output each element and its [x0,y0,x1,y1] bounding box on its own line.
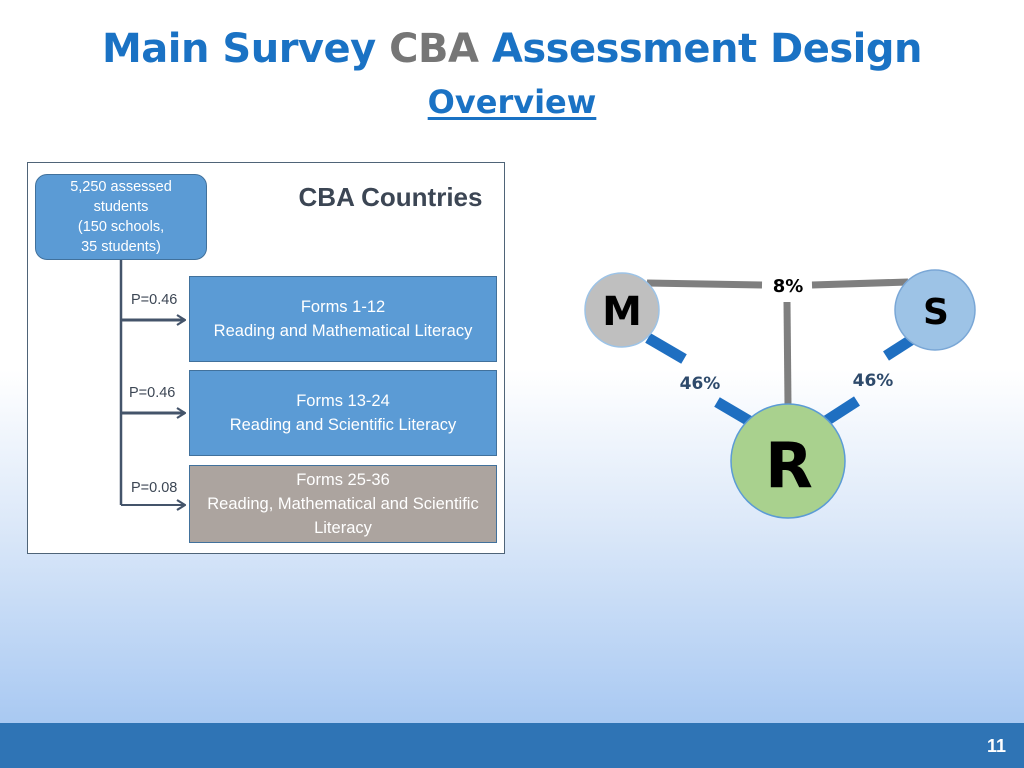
edge-m-r-lower [714,397,754,427]
forms-25-36-box: Forms 25-36 Reading, Mathematical and Sc… [189,465,497,543]
slide-title: Main Survey CBA Assessment Design [0,26,1024,72]
node-m-circle [584,272,660,348]
node-m-label: M [602,289,642,335]
forms-13-24-box: Forms 13-24 Reading and Scientific Liter… [189,370,497,456]
title-highlight-cba: CBA [389,26,479,72]
edge-s-r-value: 46% [853,371,894,391]
node-r-circle [730,403,846,519]
title-part-1: Main Survey [102,26,390,72]
branch-1-probability: P=0.46 [131,292,178,308]
branch-3-probability: P=0.08 [131,480,178,496]
node-s-circle [894,269,976,351]
edge-m-r-upper [645,333,687,364]
forms-1-12-box: Forms 1-12 Reading and Mathematical Lite… [189,276,497,362]
edge-m-s-value: 8% [773,276,804,297]
slide-subtitle: Overview [427,83,597,121]
panel-title: CBA Countries [298,182,483,212]
edge-m-r-value: 46% [680,374,721,394]
node-r-label: R [765,429,813,502]
branch-2-probability: P=0.46 [129,385,176,401]
edge-s-r-lower [823,396,860,426]
page-number: 11 [986,736,1006,756]
edge-m-r-vertical [783,301,792,406]
title-part-2: Assessment Design [478,26,923,72]
edge-m-s-left [646,279,763,289]
assessed-students-box: 5,250 assessed students (150 schools, 35… [35,174,207,260]
node-s-label: S [923,292,949,333]
edge-s-r-upper [883,335,914,361]
edge-m-s-right [811,278,909,289]
footer-bar: 11 [0,723,1024,768]
